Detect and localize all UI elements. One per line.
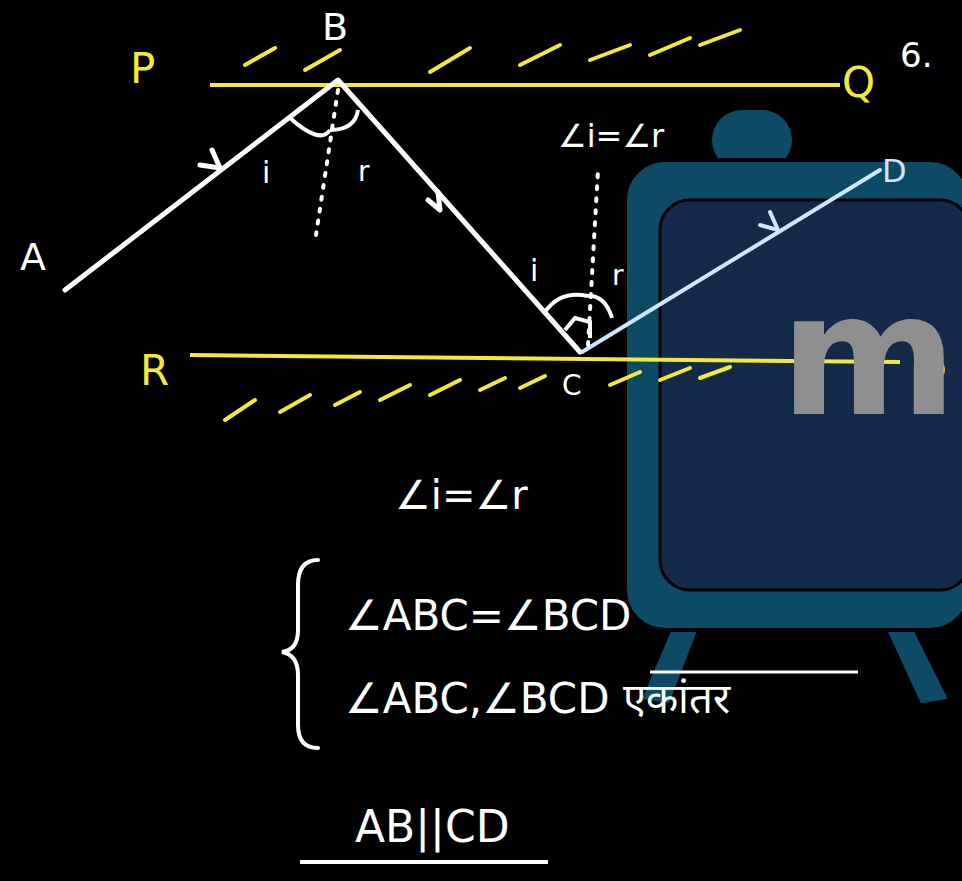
- point-label: P: [130, 48, 155, 90]
- angle-label: r: [358, 158, 370, 186]
- result: AB||CD: [355, 805, 510, 849]
- equation: ∠ABC=∠BCD: [345, 595, 631, 637]
- board-logo: [625, 110, 962, 705]
- law-note: ∠i=∠r: [558, 120, 664, 152]
- equation: ∠i=∠r: [395, 475, 528, 515]
- point-label: D: [882, 155, 907, 187]
- angle-label: i: [530, 256, 538, 286]
- point-label: B: [322, 8, 348, 46]
- question-number: 6.: [900, 38, 932, 72]
- point-label: C: [562, 372, 582, 400]
- point-label: A: [20, 238, 46, 276]
- angle-label: i: [262, 158, 270, 188]
- watermark: m: [780, 270, 957, 440]
- equation: ∠ABC,∠BCD एकांतर: [345, 678, 730, 720]
- point-label: R: [140, 350, 169, 392]
- angle-label: r: [612, 262, 624, 290]
- point-label: Q: [842, 62, 875, 104]
